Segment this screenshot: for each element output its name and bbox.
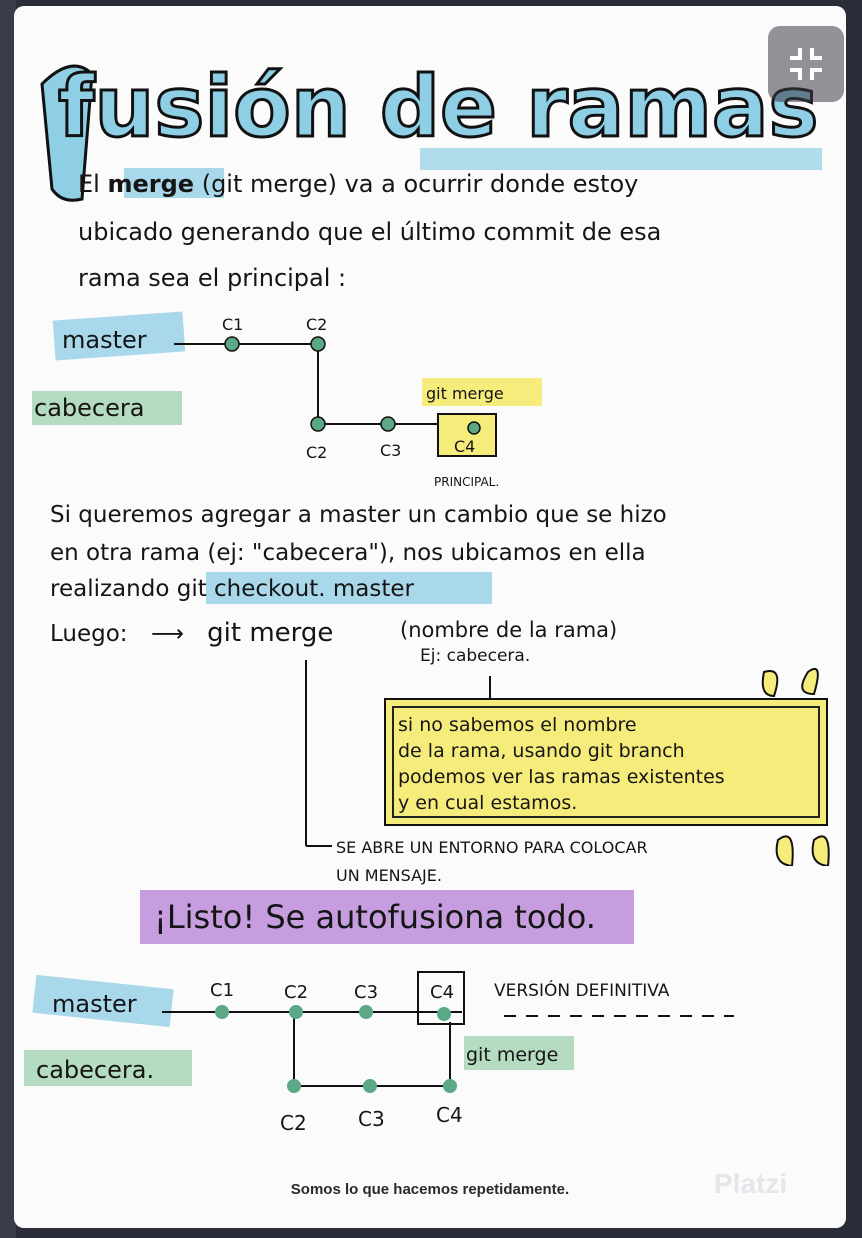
- c3-label: C3: [380, 441, 401, 460]
- diagram-1: master cabecera C1 C2 C2 C3 C4 git merge…: [32, 311, 542, 489]
- platzi-watermark: Platzi: [714, 1168, 788, 1199]
- c4-bottom-label-2: C4: [436, 1103, 463, 1127]
- intro-line1-hl: merge: [107, 170, 195, 198]
- commit-node: [359, 1005, 373, 1019]
- exit-fullscreen-button[interactable]: [768, 26, 844, 102]
- commit-node: [289, 1005, 303, 1019]
- principal-label: PRINCIPAL.: [434, 475, 499, 489]
- commit-node: [215, 1005, 229, 1019]
- c4-label: C4: [454, 437, 475, 456]
- nombre-rama: (nombre de la rama): [400, 618, 618, 642]
- note-line4: y en cual estamos.: [398, 792, 578, 814]
- para2-line2: en otra rama (ej: "cabecera"), nos ubica…: [50, 540, 646, 566]
- checkout-highlight: [206, 572, 492, 604]
- merge-highlight: [124, 168, 224, 198]
- ej-cabecera: Ej: cabecera.: [420, 646, 531, 666]
- diagram-2: master cabecera. C1 C2 C3 C4 C2 C3 C4 VE…: [24, 971, 734, 1135]
- intro-line3: rama sea el principal :: [78, 264, 347, 292]
- c2-top-label: C2: [306, 315, 327, 334]
- c1-label-2: C1: [210, 980, 234, 1001]
- git-merge-cmd: git merge: [207, 618, 334, 648]
- backdrop-right: [844, 0, 862, 1238]
- version-label: VERSIÓN DEFINITIVA: [494, 979, 670, 1001]
- title-text: fusión de ramas: [58, 58, 819, 156]
- note-line1: si no sabemos el nombre: [398, 714, 637, 736]
- note-line2: de la rama, usando git branch: [398, 740, 685, 762]
- c3-bottom-label-2: C3: [358, 1107, 385, 1131]
- note-line3: podemos ver las ramas existentes: [398, 766, 725, 788]
- page-title: fusión de ramas: [40, 57, 822, 202]
- para2-line3-hl: git checkout. master: [176, 576, 414, 602]
- cabecera-label-2: cabecera.: [36, 1056, 154, 1084]
- footer-quote: Somos lo que hacemos repetidamente.: [290, 1181, 570, 1198]
- intro-line1-post: (git merge) va a ocurrir donde estoy: [201, 170, 639, 198]
- c2-top-label-2: C2: [284, 982, 308, 1003]
- connector-lines: [305, 660, 830, 866]
- c1-label: C1: [222, 315, 243, 334]
- listo-highlight: [140, 890, 634, 944]
- commit-node: [287, 1079, 301, 1093]
- para2-line3-pre: realizando: [50, 576, 170, 602]
- note-image: fusión de ramas El merge (git merge) va …: [14, 6, 846, 1228]
- git-merge-label: git merge: [426, 384, 504, 403]
- git-merge-label-2: git merge: [466, 1044, 558, 1066]
- collapse-fullscreen-icon: [790, 48, 822, 80]
- commit-node: [437, 1007, 451, 1021]
- cabecera-label: cabecera: [34, 394, 144, 422]
- c4-top-label-2: C4: [430, 982, 454, 1003]
- master-label-2: master: [52, 990, 137, 1018]
- commit-node: [443, 1079, 457, 1093]
- master-label: master: [62, 326, 147, 354]
- listo-text: ¡Listo! Se autofusiona todo.: [154, 898, 596, 936]
- commit-node: [310, 416, 326, 432]
- commit-node: [380, 416, 396, 432]
- commit-node: [310, 336, 326, 352]
- editor-note-line2: UN MENSAJE.: [336, 866, 442, 885]
- arrow-icon: ⟶: [150, 621, 184, 647]
- luego-label: Luego:: [50, 621, 128, 647]
- backdrop-left: [0, 0, 16, 1238]
- editor-note-line1: SE ABRE UN ENTORNO PARA COLOCAR: [336, 838, 648, 857]
- note-box: si no sabemos el nombre de la rama, usan…: [384, 698, 828, 826]
- commit-node: [224, 336, 240, 352]
- para2-line1: Si queremos agregar a master un cambio q…: [50, 502, 667, 528]
- commit-node: [467, 421, 481, 435]
- intro-line1-pre: El: [78, 170, 100, 198]
- intro-line2: ubicado generando que el último commit d…: [78, 218, 662, 246]
- c2-bottom-label: C2: [306, 443, 327, 462]
- commit-node: [363, 1079, 377, 1093]
- c3-top-label-2: C3: [354, 982, 378, 1003]
- c2-bottom-label-2: C2: [280, 1111, 307, 1135]
